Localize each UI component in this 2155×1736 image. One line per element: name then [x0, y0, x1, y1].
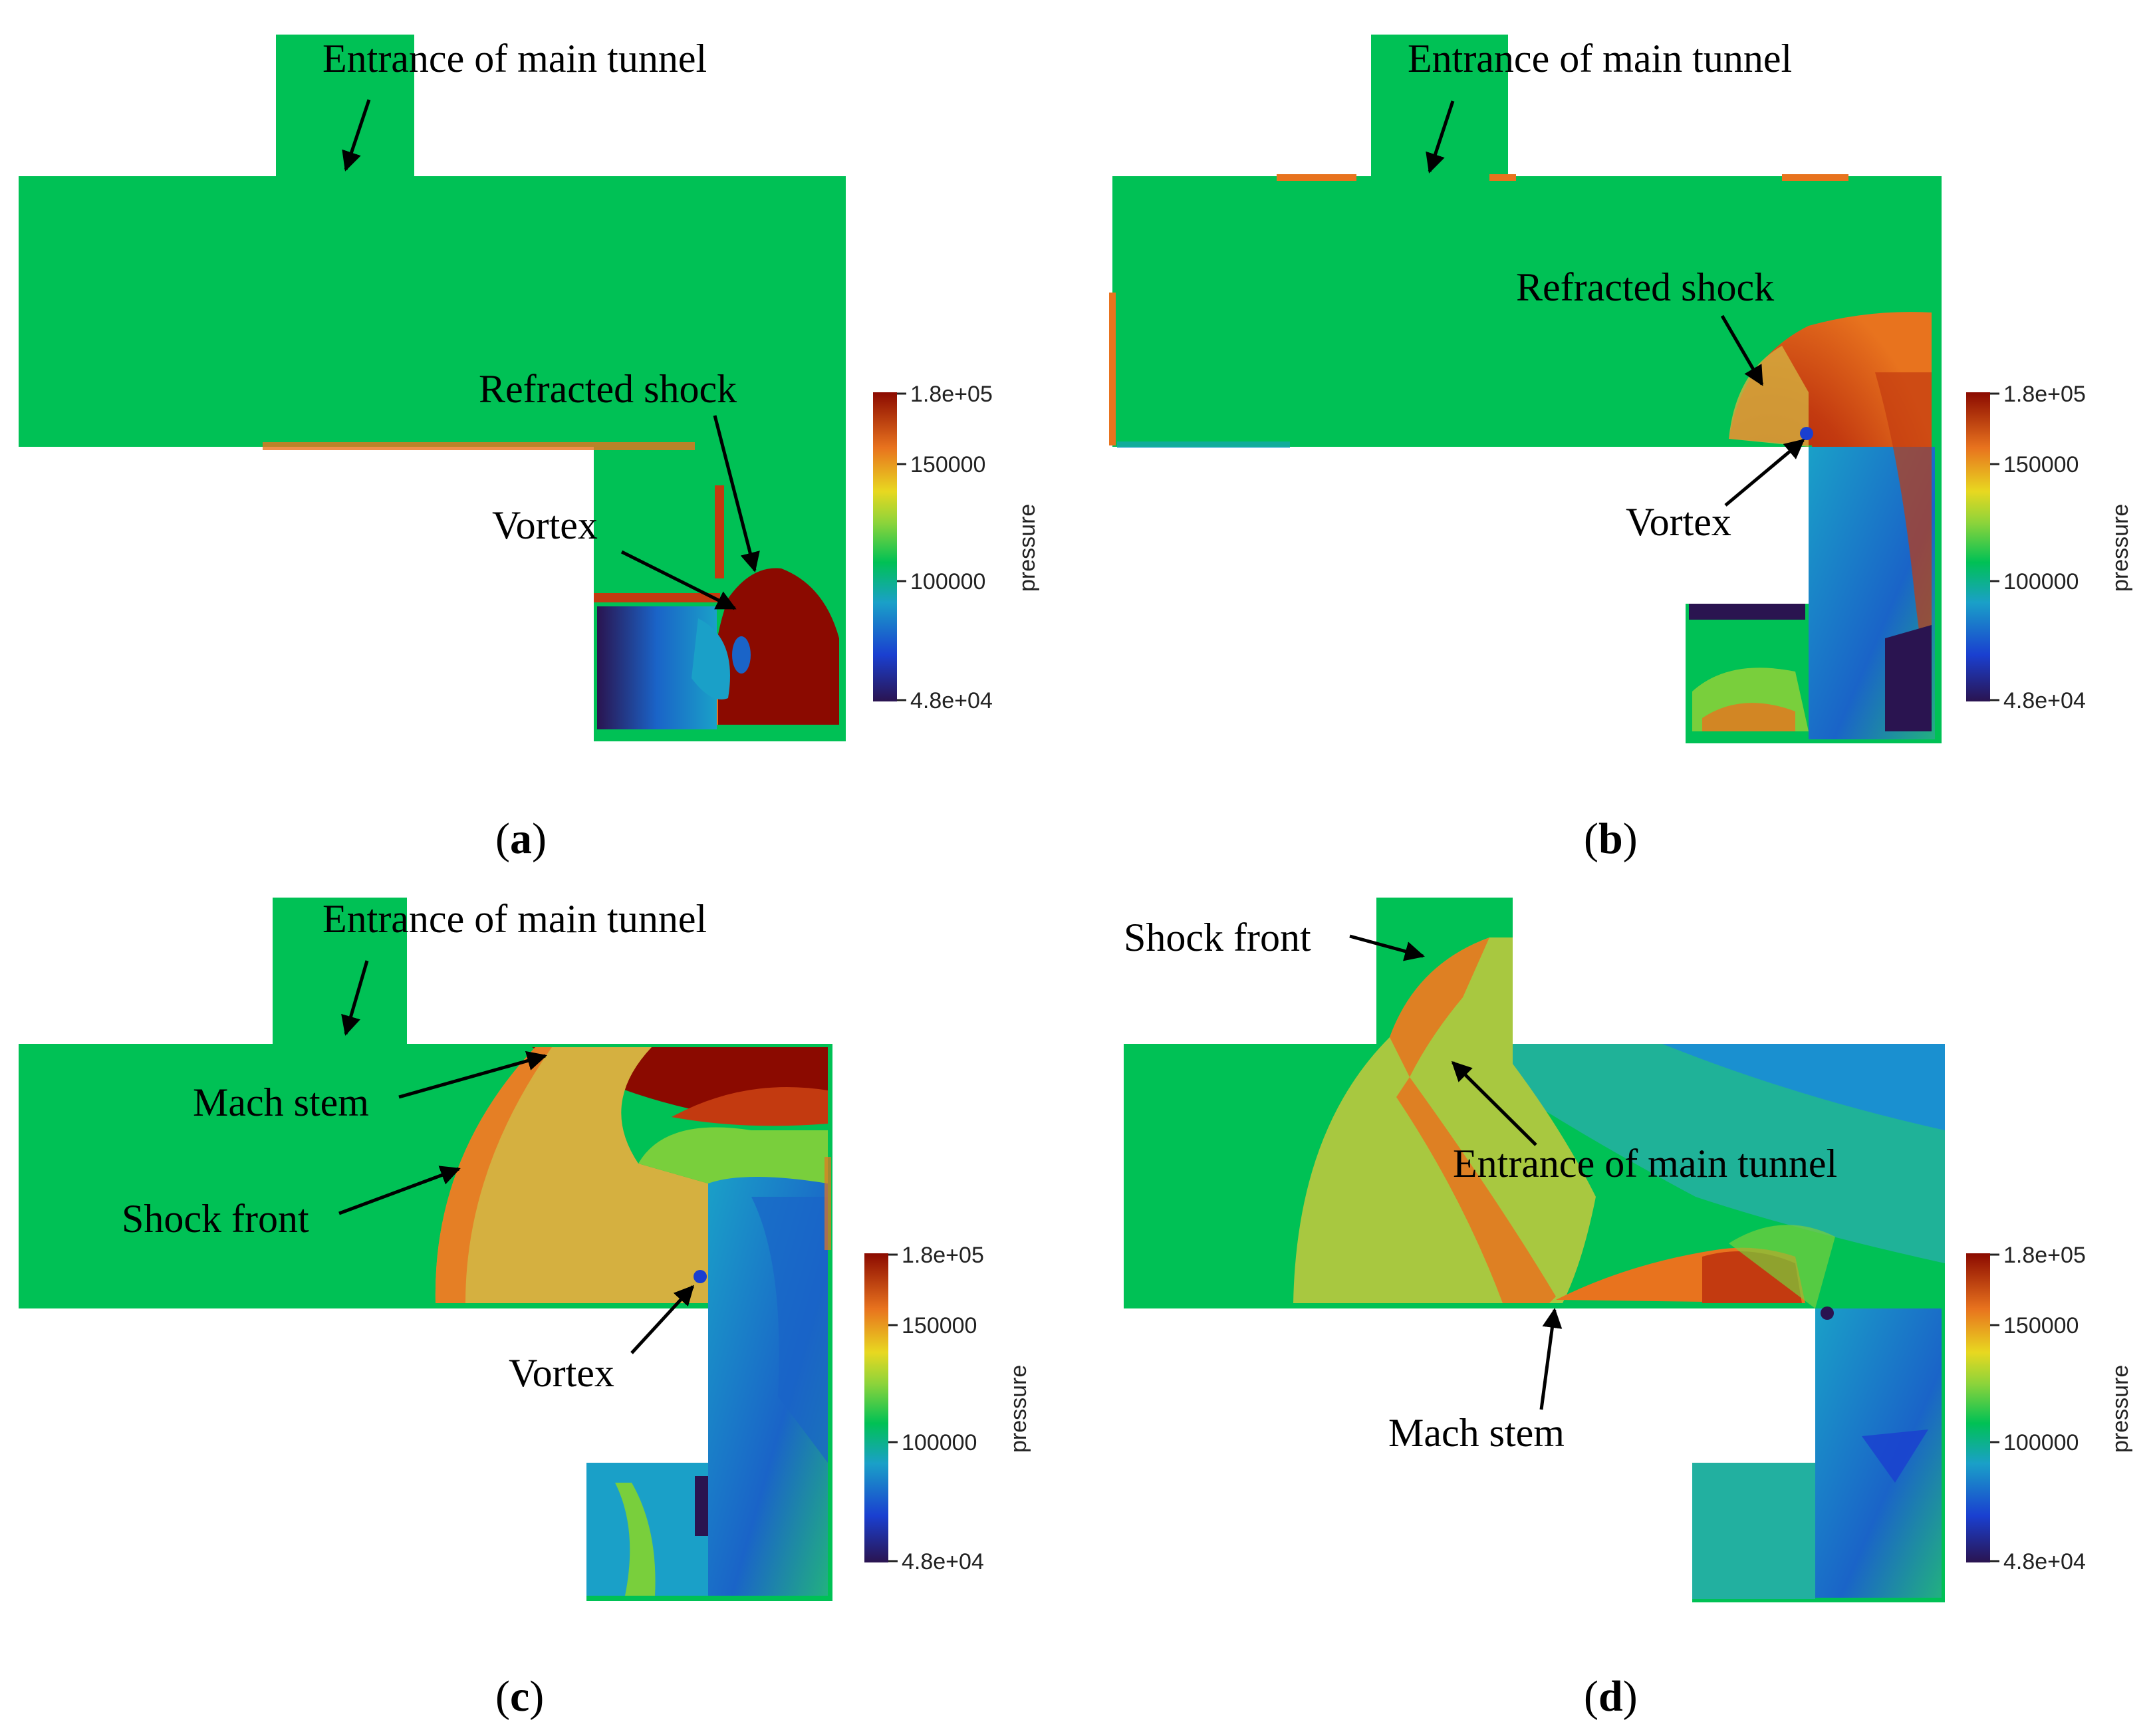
panel-c-shock-front-label: Shock front: [122, 1197, 309, 1241]
colorbar-max-label: 1.8e+05: [2003, 1243, 2086, 1268]
panel-a: Entrance of main tunnel Refracted shock …: [19, 35, 1040, 863]
colorbar-tick-150000: 150000: [2003, 452, 2079, 477]
panel-d-shock-region: [1293, 937, 1596, 1303]
panel-d-entrance-label: Entrance of main tunnel: [1453, 1142, 1837, 1185]
colorbar-min-label: 4.8e+04: [910, 688, 993, 713]
colorbar-title: pressure: [2108, 1365, 2133, 1453]
panel-c-entrance-label: Entrance of main tunnel: [322, 897, 707, 941]
panel-b: Entrance of main tunnel Refracted shock …: [1109, 35, 2133, 863]
colorbar-title: pressure: [2108, 504, 2133, 592]
panel-b-caption: (b): [1584, 814, 1638, 863]
panel-b-domain: [1112, 35, 1942, 743]
panel-b-colorbar: 1.8e+05 150000 100000 4.8e+04 pressure: [1966, 382, 2133, 713]
colorbar-min-label: 4.8e+04: [902, 1549, 984, 1574]
panel-d: Shock front Entrance of main tunnel Mach…: [1124, 898, 2133, 1721]
panel-d-colorbar: 1.8e+05 150000 100000 4.8e+04 pressure: [1966, 1243, 2133, 1574]
panel-c-caption: (c): [495, 1672, 544, 1721]
colorbar-tick-150000: 150000: [902, 1313, 977, 1338]
panel-d-shock-front-label: Shock front: [1124, 916, 1311, 959]
colorbar-tick-100000: 100000: [902, 1430, 977, 1455]
colorbar-min-label: 4.8e+04: [2003, 688, 2086, 713]
colorbar-max-label: 1.8e+05: [910, 382, 993, 407]
colorbar-tick-150000: 150000: [2003, 1313, 2079, 1338]
panel-c: Entrance of main tunnel Mach stem Shock …: [19, 897, 1031, 1721]
colorbar-tick-100000: 100000: [2003, 569, 2079, 594]
colorbar-tick-100000: 100000: [2003, 1430, 2079, 1455]
panel-b-refracted-shock-label: Refracted shock: [1516, 265, 1774, 309]
panel-a-colorbar: 1.8e+05 150000 100000 4.8e+04 pressure: [873, 382, 1040, 713]
panel-a-refracted-shock-label: Refracted shock: [479, 367, 737, 411]
colorbar-tick-150000: 150000: [910, 452, 985, 477]
panel-b-entrance-label: Entrance of main tunnel: [1408, 37, 1792, 80]
colorbar-title: pressure: [1015, 504, 1040, 592]
panel-a-vortex-label: Vortex: [492, 503, 598, 547]
colorbar-min-label: 4.8e+04: [2003, 1549, 2086, 1574]
panel-b-vortex-label: Vortex: [1626, 500, 1731, 544]
panel-c-vortex-label: Vortex: [509, 1351, 614, 1395]
panel-d-mach-stem-label: Mach stem: [1388, 1411, 1565, 1455]
colorbar-title: pressure: [1006, 1365, 1031, 1453]
colorbar-tick-100000: 100000: [910, 569, 985, 594]
panel-a-domain: [19, 35, 846, 741]
panel-d-caption: (d): [1584, 1672, 1638, 1721]
panel-a-caption: (a): [495, 814, 547, 863]
panel-a-high-pressure: [713, 568, 839, 725]
colorbar-max-label: 1.8e+05: [2003, 382, 2086, 407]
panel-c-mach-stem-label: Mach stem: [193, 1080, 369, 1124]
panel-a-entrance-label: Entrance of main tunnel: [322, 37, 707, 80]
panel-c-colorbar: 1.8e+05 150000 100000 4.8e+04 pressure: [864, 1243, 1031, 1574]
colorbar-max-label: 1.8e+05: [902, 1243, 984, 1268]
